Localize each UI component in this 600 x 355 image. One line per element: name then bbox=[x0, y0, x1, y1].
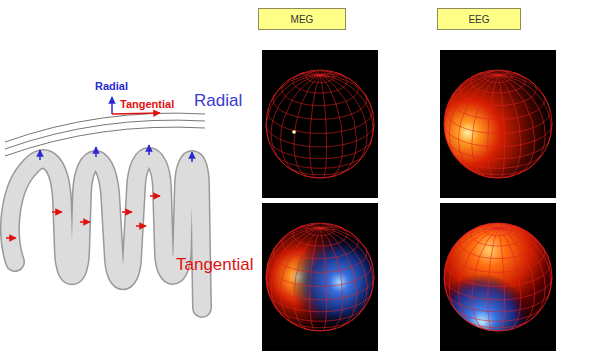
tangential-arrow bbox=[112, 113, 160, 114]
row-label: Radial bbox=[194, 92, 242, 111]
sphere-mesh bbox=[444, 70, 552, 178]
header-text: MEG bbox=[291, 14, 314, 25]
field-spot bbox=[292, 130, 296, 134]
header-box: MEG bbox=[258, 8, 346, 30]
map-background bbox=[440, 50, 556, 198]
orientation-label: Tangential bbox=[120, 98, 174, 110]
sphere-map bbox=[440, 50, 556, 198]
tangential-dipoles bbox=[6, 196, 160, 238]
map-background bbox=[262, 203, 378, 351]
map-background bbox=[440, 203, 556, 351]
sphere-mesh bbox=[266, 70, 374, 178]
field-color bbox=[444, 223, 552, 331]
header-box: EEG bbox=[437, 8, 521, 30]
cortex-gyri bbox=[10, 157, 202, 308]
field-maps bbox=[262, 50, 556, 351]
field-color bbox=[266, 223, 374, 331]
sphere-map bbox=[262, 50, 378, 198]
scalp-layers bbox=[5, 113, 205, 156]
sphere-map bbox=[440, 203, 556, 351]
radial-arrow bbox=[111, 97, 113, 114]
radial-dipoles bbox=[40, 145, 192, 162]
sphere-mesh bbox=[444, 223, 552, 331]
field-color bbox=[444, 223, 552, 331]
row-label: Tangential bbox=[176, 256, 254, 275]
header-text: EEG bbox=[468, 14, 489, 25]
sphere-mesh bbox=[266, 223, 374, 331]
orientation-label: Radial bbox=[95, 80, 128, 92]
field-color bbox=[266, 223, 374, 331]
map-background bbox=[262, 50, 378, 198]
field-color bbox=[444, 70, 552, 178]
sphere-map bbox=[262, 203, 378, 351]
